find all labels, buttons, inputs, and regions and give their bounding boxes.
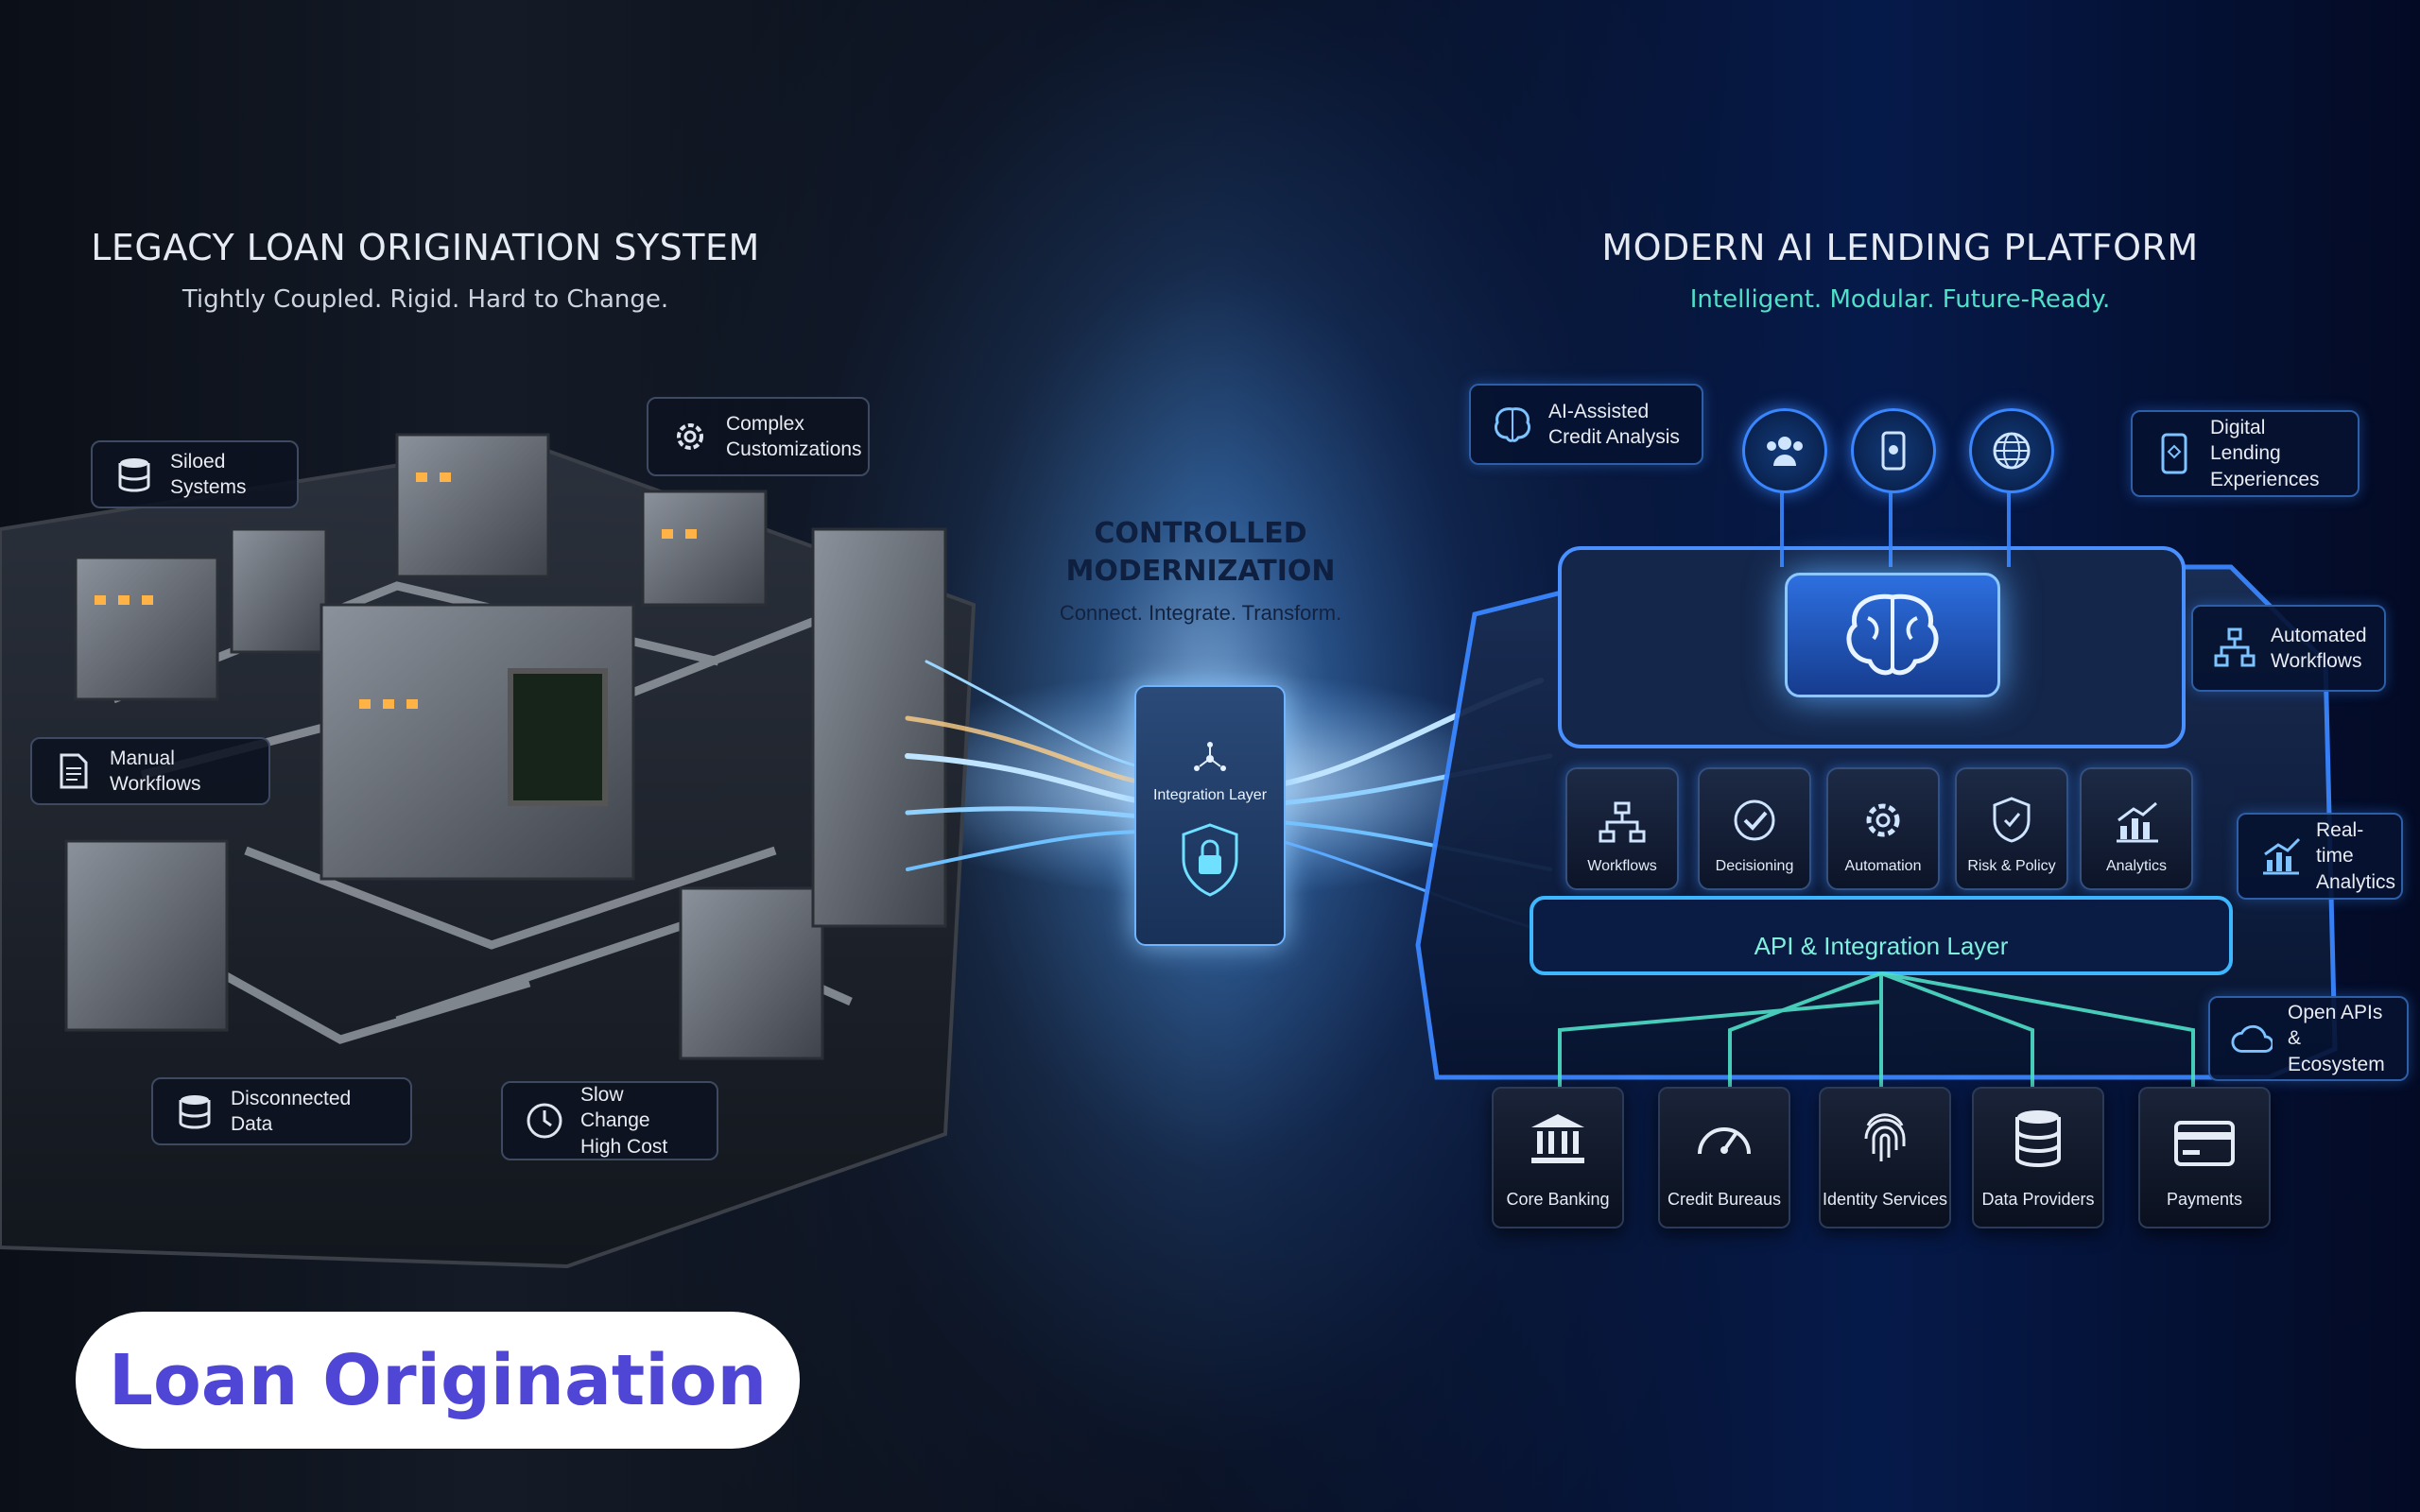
open-apis-text: Open APIs & Ecosystem xyxy=(2288,1002,2385,1075)
manual-workflows-text: Manual Workflows xyxy=(110,747,201,795)
slow-change-label: Slow Change High Cost xyxy=(501,1081,718,1160)
api-layer-label: API & Integration Layer xyxy=(1754,932,2009,960)
module-decisioning: Decisioning xyxy=(1698,767,1811,890)
realtime-analytics-label: Real-time Analytics xyxy=(2237,813,2403,900)
controlled-modernization-subtitle: Connect. Integrate. Transform. xyxy=(1059,601,1342,625)
digital-lending-label: Digital Lending Experiences xyxy=(2131,410,2360,497)
document-icon xyxy=(53,750,95,792)
controlled-line: CONTROLLED xyxy=(1094,517,1307,550)
mobile-icon xyxy=(1881,431,1906,471)
controlled-modernization-title: CONTROLLED MODERNIZATION xyxy=(1002,515,1399,591)
server-lights xyxy=(95,472,697,709)
module-workflows: Workflows xyxy=(1565,767,1679,890)
integration-layer-label: Integration Layer xyxy=(1152,787,1268,803)
module-label: Workflows xyxy=(1587,858,1657,874)
database-icon xyxy=(2015,1110,2061,1167)
badge-text: Loan Origination xyxy=(108,1339,768,1421)
module-risk-policy: Risk & Policy xyxy=(1955,767,2068,890)
module-label: Analytics xyxy=(2105,858,2168,874)
check-icon xyxy=(1734,799,1775,841)
connector-credit-bureaus: Credit Bureaus xyxy=(1658,1087,1790,1228)
ai-core-chip xyxy=(1785,573,2000,697)
users-circle xyxy=(1742,408,1827,493)
integration-layer-block: Integration Layer xyxy=(1134,685,1286,946)
legacy-servers xyxy=(64,433,947,1060)
module-automation: Automation xyxy=(1826,767,1940,890)
ai-credit-analysis-label: AI-Assisted Credit Analysis xyxy=(1469,384,1703,465)
module-label: Decisioning xyxy=(1715,858,1794,874)
complex-customizations-label: Complex Customizations xyxy=(647,397,870,476)
brain-icon xyxy=(1492,404,1533,445)
connector-payments: Payments xyxy=(2138,1087,2271,1228)
digital-lending-text: Digital Lending Experiences xyxy=(2210,417,2320,490)
gear-icon xyxy=(669,416,711,457)
connector-core-banking: Core Banking xyxy=(1492,1087,1624,1228)
bank-icon xyxy=(1531,1114,1584,1163)
globe-icon xyxy=(1993,432,2031,470)
disconnected-data-label: Disconnected Data xyxy=(151,1077,412,1145)
gear-icon xyxy=(1866,803,1900,837)
mobile-circle xyxy=(1851,408,1936,493)
chart-icon xyxy=(2117,801,2158,843)
lock-icon xyxy=(1182,823,1238,897)
chart-icon xyxy=(2259,835,2301,877)
globe-circle xyxy=(1969,408,2054,493)
mobile-icon xyxy=(2153,433,2195,474)
legacy-title: LEGACY LOAN ORIGINATION SYSTEM xyxy=(91,227,760,268)
workflow-icon xyxy=(2214,627,2256,669)
open-apis-label: Open APIs & Ecosystem xyxy=(2208,996,2409,1081)
top-lines xyxy=(1780,491,2011,567)
connector-label: Data Providers xyxy=(1981,1190,2095,1209)
fingerprint-icon xyxy=(1864,1113,1906,1161)
database-icon xyxy=(174,1091,216,1132)
shield-icon xyxy=(1993,797,2031,843)
workflow-icon xyxy=(1599,801,1646,843)
connector-label: Core Banking xyxy=(1506,1190,1610,1209)
connector-label: Identity Services xyxy=(1822,1190,1948,1209)
connector-data-providers: Data Providers xyxy=(1972,1087,2104,1228)
module-label: Risk & Policy xyxy=(1967,858,2056,874)
siloed-systems-text: Siloed Systems xyxy=(170,450,247,498)
cloud-icon xyxy=(2231,1018,2273,1059)
complex-customizations-text: Complex Customizations xyxy=(726,412,862,460)
modern-subtitle: Intelligent. Modular. Future-Ready. xyxy=(1689,285,2111,314)
modern-title: MODERN AI LENDING PLATFORM xyxy=(1601,227,2199,268)
connector-identity-services: Identity Services xyxy=(1819,1087,1951,1228)
connector-label: Credit Bureaus xyxy=(1667,1190,1782,1209)
module-analytics: Analytics xyxy=(2080,767,2193,890)
ai-credit-analysis-text: AI-Assisted Credit Analysis xyxy=(1548,400,1680,448)
automated-workflows-text: Automated Workflows xyxy=(2271,624,2367,672)
users-icon xyxy=(1767,437,1803,466)
network-icon xyxy=(1194,742,1226,771)
clock-dollar-icon xyxy=(524,1100,565,1142)
slow-change-text: Slow Change High Cost xyxy=(580,1084,668,1158)
loan-origination-badge: Loan Origination xyxy=(76,1312,800,1449)
siloed-systems-label: Siloed Systems xyxy=(91,440,299,508)
connector-label: Payments xyxy=(2166,1190,2243,1209)
legacy-subtitle: Tightly Coupled. Rigid. Hard to Change. xyxy=(182,285,669,314)
database-icon xyxy=(113,454,155,495)
connector-lines xyxy=(1558,971,2195,1087)
brain-icon xyxy=(1846,593,1939,676)
disconnected-data-text: Disconnected Data xyxy=(231,1087,352,1135)
modernization-line: MODERNIZATION xyxy=(1065,555,1336,588)
card-icon xyxy=(2174,1121,2235,1166)
realtime-analytics-text: Real-time Analytics xyxy=(2316,819,2396,893)
automated-workflows-label: Automated Workflows xyxy=(2191,605,2386,692)
module-label: Automation xyxy=(1844,858,1922,874)
gauge-icon xyxy=(1698,1127,1751,1155)
manual-workflows-label: Manual Workflows xyxy=(30,737,270,805)
